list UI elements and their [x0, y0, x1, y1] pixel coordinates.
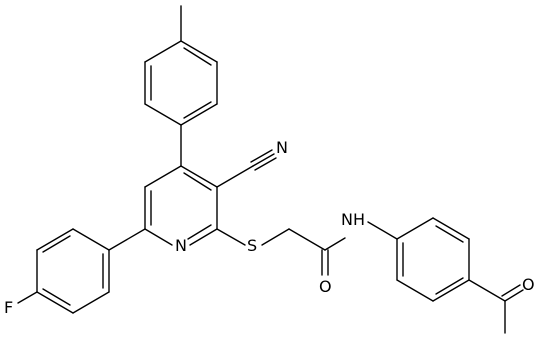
bond: [183, 47, 212, 66]
bond: [254, 157, 277, 171]
pyridine-n-label: N: [175, 236, 187, 255]
bond: [36, 291, 74, 314]
bond: [183, 101, 212, 119]
amide-o-label: O: [319, 277, 332, 296]
bond: [180, 165, 218, 188]
bond: [108, 228, 146, 251]
bond: [468, 279, 506, 302]
bond: [324, 237, 346, 251]
bond: [432, 217, 470, 240]
bond: [367, 221, 398, 240]
bond: [144, 40, 182, 63]
bond: [288, 228, 326, 251]
bond: [187, 224, 212, 240]
bond: [250, 149, 273, 163]
bond: [216, 228, 246, 246]
bond: [72, 291, 110, 314]
bond: [144, 228, 173, 246]
atom-labels: N N S NH O O F: [4, 138, 535, 317]
bond: [396, 217, 434, 240]
bond: [435, 225, 464, 243]
bond: [17, 291, 38, 304]
ketone-o-label: O: [522, 275, 535, 294]
bond: [42, 235, 71, 253]
bond: [501, 284, 521, 297]
bond: [144, 165, 182, 188]
bond: [180, 103, 218, 126]
bond: [435, 277, 464, 295]
bond: [183, 172, 212, 191]
bond: [72, 228, 110, 251]
nitrile-n-label: N: [276, 138, 288, 157]
bond: [261, 228, 290, 246]
bond: [42, 288, 71, 306]
sulfur-label: S: [247, 236, 257, 255]
bond: [432, 279, 470, 302]
bond: [252, 153, 275, 167]
bond-group: [17, 5, 524, 334]
bond: [504, 289, 524, 302]
bond: [189, 228, 218, 246]
fluorine-label: F: [4, 298, 13, 317]
bond: [36, 228, 74, 251]
bond: [144, 103, 182, 126]
bond: [216, 165, 254, 188]
bond: [396, 279, 434, 302]
bond: [180, 40, 218, 63]
amide-nh-label: NH: [341, 210, 365, 229]
